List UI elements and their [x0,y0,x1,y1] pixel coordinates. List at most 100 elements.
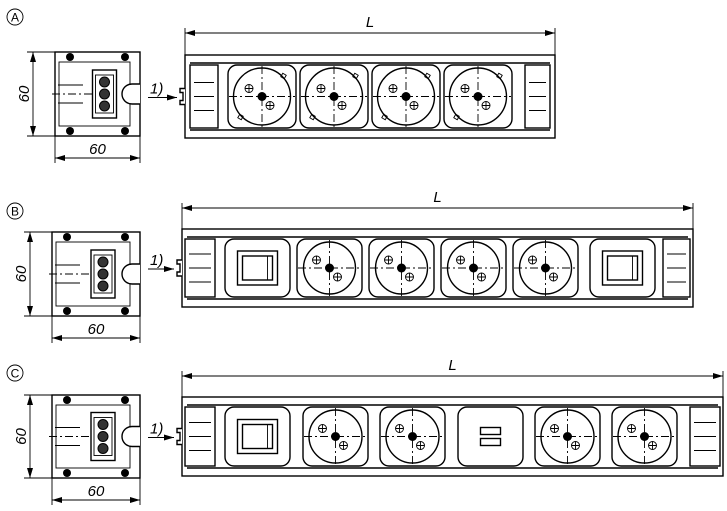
socket-hole-cross [395,424,404,433]
earth-pin-icon [640,432,649,441]
height-dimension: 60 [13,428,30,445]
earth-pin-icon [331,432,340,441]
width-dimension: 60 [89,141,106,158]
socket-hole-cross [318,424,327,433]
module-french [440,238,507,298]
connector-pin-icon [97,280,109,292]
module-frame [296,238,363,298]
socket-hole-cross [410,101,418,110]
screw-icon [63,307,71,315]
module-endcap [662,238,691,298]
screw-icon [66,127,74,135]
module-frame [512,238,579,298]
module-endcap [184,238,216,298]
height-dimension: 60 [13,265,30,282]
module-switch [589,238,656,298]
connector-pin-icon [97,431,109,442]
end-view: 60 60 [13,394,141,505]
end-cap [184,238,216,298]
connector-housing [91,69,118,119]
module-frame [589,238,656,298]
socket-hole-cross [461,84,469,93]
module-frame [440,238,507,298]
variant-label: B [11,205,19,219]
socket-hole-cross [245,84,253,93]
length-dimension: L [448,357,456,374]
socket-hole-cross [627,424,636,433]
socket-hole-cross [571,441,580,450]
earth-clip-icon [352,72,359,80]
rail-clip [176,427,182,446]
connector-pin-icon [99,100,110,112]
module-french [611,406,678,467]
module-french [302,406,369,467]
earth-pin-icon [329,92,339,101]
connector-pin-icon [97,268,109,280]
earth-clip-icon [309,113,316,121]
socket-hole-cross [648,441,657,450]
screw-icon [121,396,129,404]
variant-label-circle [6,202,24,220]
socket-hole-cross [456,256,465,264]
earth-clip-icon [237,113,244,121]
socket-hole-cross [333,273,342,281]
earth-pin-icon [401,92,411,101]
module-schuko [371,64,441,129]
end-cap [689,406,721,467]
socket-hole-cross [416,441,425,450]
socket-hole-cross [312,256,321,264]
switch-bezel [601,250,644,286]
socket-hole-cross [339,441,348,450]
earth-pin-icon [469,263,478,273]
connector-housing [90,249,116,299]
module-frame [611,406,678,467]
strip-outline [181,228,694,308]
length-dimension: L [366,14,374,31]
module-french [368,238,435,298]
rail-clip [179,87,185,106]
earth-pin-icon [541,263,550,273]
earth-clip-icon [496,72,503,80]
connector-pin-icon [97,256,109,268]
module-usb [457,406,524,467]
module-schuko [299,64,369,129]
screw-icon [66,53,74,61]
variant-label: A [11,11,19,25]
socket-hole-cross [389,84,397,93]
module-schuko [227,64,297,129]
width-dimension: 60 [88,483,105,500]
screw-icon [63,469,71,477]
module-french [534,406,601,467]
screw-icon [121,53,129,61]
switch-bezel [236,250,279,286]
module-endcap [189,64,219,129]
module-frame [224,238,291,298]
earth-pin-icon [408,432,417,441]
module-frame [443,64,513,129]
power-strip [176,228,694,308]
earth-clip-icon [453,113,460,121]
rail-clip [176,259,182,277]
footnote-marker: 1) [150,81,163,98]
connector-block [95,74,114,114]
connector-pin-icon [97,443,109,454]
screw-icon [121,127,129,135]
screw-icon [63,396,71,404]
switch-bezel [236,418,279,455]
module-frame [299,64,369,129]
screw-icon [121,469,129,477]
earth-pin-icon [563,432,572,441]
socket-hole-cross [477,273,486,281]
socket-hole-cross [384,256,393,264]
module-endcap [689,406,721,467]
module-frame [379,406,446,467]
usb-port-icon [479,426,502,436]
power-strip [176,396,724,477]
connector-block [93,254,113,294]
module-frame [368,238,435,298]
module-switch [224,406,291,467]
